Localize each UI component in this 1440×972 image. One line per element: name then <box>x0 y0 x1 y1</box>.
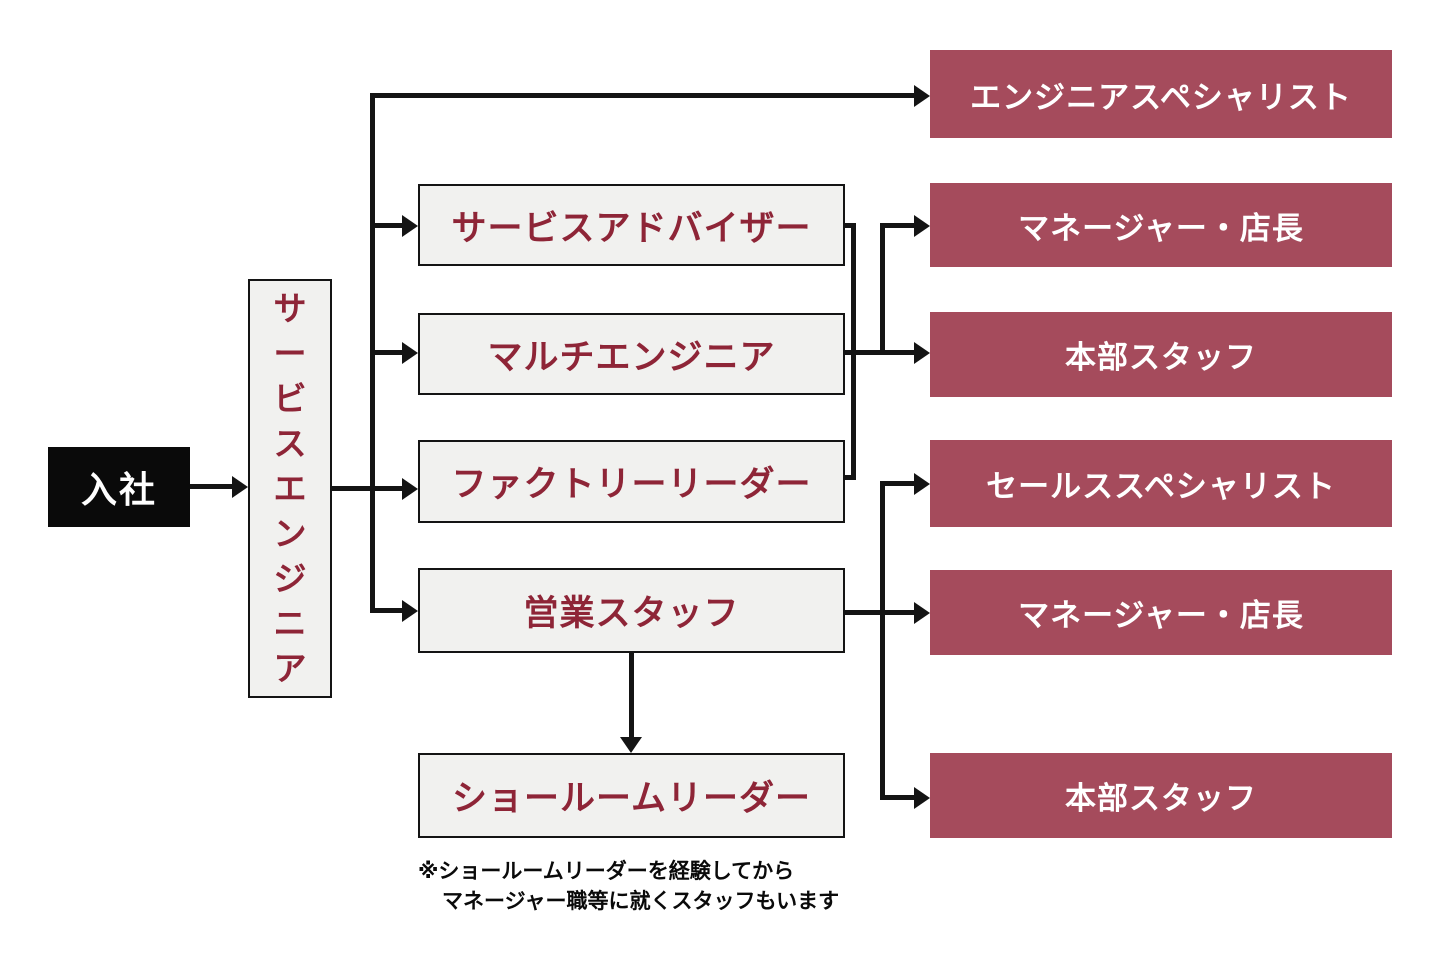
node-sales-staff-label: 営業スタッフ <box>523 594 740 633</box>
node-honbu-staff-1: 本部スタッフ <box>930 312 1392 397</box>
arrowhead-into-service-advisor <box>402 215 418 237</box>
node-sales-specialist-label: セールススペシャリスト <box>986 469 1336 504</box>
connector-service-advisor-exit <box>845 223 856 228</box>
arrowhead-into-engineer-specialist <box>914 85 930 107</box>
node-service-advisor-label: サービスアドバイザー <box>451 208 812 248</box>
arrowhead-into-honbu-staff-1 <box>914 342 930 364</box>
connector-to-sales-specialist <box>880 481 916 486</box>
connector-start-to-base <box>190 484 234 489</box>
arrowhead-into-factory-leader <box>402 478 418 500</box>
node-service-engineer-label: サービスエンジニア <box>273 290 307 687</box>
connector-engineer-bus-vertical-2 <box>880 223 885 355</box>
arrowhead-into-service-engineer <box>232 476 248 498</box>
node-factory-leader: ファクトリーリーダー <box>418 440 845 523</box>
connector-base-to-factory-leader <box>332 486 404 491</box>
node-service-advisor: サービスアドバイザー <box>418 184 845 266</box>
arrowhead-into-manager-tencho-1 <box>914 215 930 237</box>
footnote-line-2: マネージャー職等に就くスタッフもいます <box>442 890 840 913</box>
connector-factory-leader-exit <box>845 475 856 480</box>
node-manager-tencho-2-label: マネージャー・店長 <box>1018 598 1304 633</box>
connector-sales-bus-vertical <box>880 481 885 800</box>
arrowhead-into-showroom-leader <box>620 737 642 753</box>
node-start-nyusha: 入社 <box>48 447 190 527</box>
connector-to-manager-tencho-1 <box>880 223 916 228</box>
node-start-label: 入社 <box>80 469 157 510</box>
footnote: ※ショールームリーダーを経験してから マネージャー職等に就くスタッフもいます <box>418 857 839 917</box>
node-multi-engineer-label: マルチエンジニア <box>487 337 776 377</box>
connector-to-sales-staff <box>370 608 404 613</box>
node-multi-engineer: マルチエンジニア <box>418 313 845 395</box>
connector-sales-staff-to-showroom-leader <box>629 653 634 738</box>
connector-to-multi-engineer <box>370 350 404 355</box>
arrowhead-into-sales-specialist <box>914 473 930 495</box>
node-sales-staff: 営業スタッフ <box>418 568 845 653</box>
node-honbu-staff-1-label: 本部スタッフ <box>1065 340 1257 375</box>
arrowhead-into-sales-staff <box>402 600 418 622</box>
node-showroom-leader-label: ショールームリーダー <box>452 779 811 818</box>
node-honbu-staff-2-label: 本部スタッフ <box>1065 781 1257 816</box>
node-factory-leader-label: ファクトリーリーダー <box>451 465 812 504</box>
arrowhead-into-multi-engineer <box>402 342 418 364</box>
node-service-engineer: サービスエンジニア <box>248 279 332 698</box>
arrowhead-into-manager-tencho-2 <box>914 602 930 624</box>
node-manager-tencho-2: マネージャー・店長 <box>930 570 1392 655</box>
connector-to-honbu-staff-2 <box>880 795 916 800</box>
connector-to-service-advisor <box>370 223 404 228</box>
node-manager-tencho-1: マネージャー・店長 <box>930 183 1392 267</box>
connector-to-engineer-specialist <box>370 93 916 98</box>
node-honbu-staff-2: 本部スタッフ <box>930 753 1392 838</box>
footnote-line-1: ※ショールームリーダーを経験してから <box>418 860 795 883</box>
node-sales-specialist: セールススペシャリスト <box>930 440 1392 527</box>
node-showroom-leader: ショールームリーダー <box>418 753 845 838</box>
node-engineer-specialist-label: エンジニアスペシャリスト <box>970 79 1352 115</box>
node-manager-tencho-1-label: マネージャー・店長 <box>1018 210 1304 246</box>
arrowhead-into-honbu-staff-2 <box>914 787 930 809</box>
node-engineer-specialist: エンジニアスペシャリスト <box>930 50 1392 138</box>
